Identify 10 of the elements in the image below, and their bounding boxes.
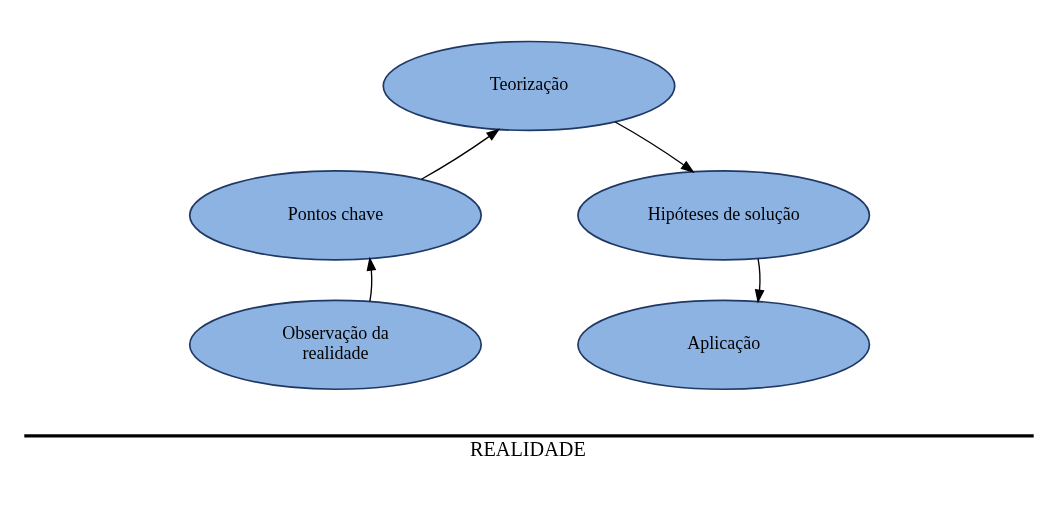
node-ellipse: Teorização (382, 40, 676, 132)
node-ellipse: Aplicação (577, 299, 871, 391)
arrow (366, 256, 377, 303)
arrow (614, 121, 695, 173)
node-ellipse: Hipóteses de solução (577, 170, 871, 261)
arrow (754, 258, 765, 304)
arrow (420, 128, 501, 180)
node-ellipse: Observação da realidade (188, 299, 482, 391)
label: REALIDADE (469, 438, 586, 461)
node-ellipse: Pontos chave (188, 170, 482, 261)
